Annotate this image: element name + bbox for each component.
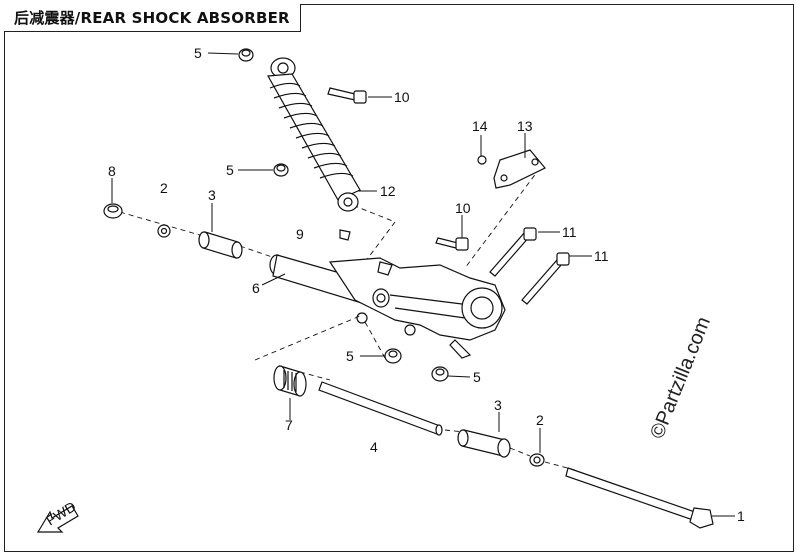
callout-12: 12 — [380, 183, 396, 199]
callout-1: 1 — [737, 508, 745, 524]
diagram-title: 后减震器/REAR SHOCK ABSORBER — [14, 9, 290, 27]
leader-lines — [111, 52, 735, 517]
callout-5-lower-left: 5 — [346, 348, 354, 364]
screw-part-14 — [477, 155, 487, 165]
washer-part-2-right — [529, 453, 545, 467]
bolt-part-11-upper — [489, 227, 537, 277]
shaft-part-4 — [318, 381, 443, 436]
bolt-part-10-top — [327, 87, 367, 104]
callout-14: 14 — [472, 118, 488, 134]
diagram-frame — [4, 4, 794, 552]
shock-absorber-part-12 — [267, 57, 361, 212]
nut-part-5-middle — [273, 163, 289, 177]
swing-arm-part-6 — [269, 254, 506, 359]
callout-11-upper: 11 — [562, 224, 577, 240]
bolt-part-11-lower — [521, 252, 570, 305]
bushing-part-3-left — [198, 231, 243, 259]
washer-part-2-left — [157, 224, 171, 238]
bolt-part-10-middle — [435, 237, 469, 251]
callout-11-lower: 11 — [594, 248, 609, 264]
watermark-text: ©Partzilla.com — [646, 314, 715, 442]
callout-5-lower-right: 5 — [473, 369, 481, 385]
pivot-bolt-part-1 — [565, 467, 714, 529]
callout-6: 6 — [252, 280, 260, 296]
callout-3-right: 3 — [494, 397, 502, 413]
fwd-arrow-icon — [36, 505, 79, 533]
bushing-part-3-right — [457, 429, 511, 458]
grease-fitting-part-9 — [339, 229, 351, 241]
callout-7: 7 — [285, 417, 293, 433]
callout-5-middle: 5 — [226, 162, 234, 178]
title-box: 后减震器/REAR SHOCK ABSORBER — [4, 4, 301, 32]
callout-labels: 5 10 5 12 8 2 3 9 6 14 13 10 11 11 5 5 7… — [108, 45, 745, 524]
nut-part-5-lower-right — [431, 366, 449, 382]
callout-2-right: 2 — [536, 412, 544, 428]
bracket-part-13 — [493, 149, 546, 189]
callout-13: 13 — [517, 118, 533, 134]
callout-8: 8 — [108, 163, 116, 179]
nut-part-8 — [103, 203, 123, 219]
callout-9: 9 — [296, 226, 304, 242]
callout-5-top: 5 — [194, 45, 202, 61]
callout-10-top: 10 — [394, 89, 410, 105]
assembly-lines — [119, 167, 576, 471]
callout-10-middle: 10 — [455, 200, 471, 216]
callout-3-left: 3 — [208, 187, 216, 203]
callout-4: 4 — [370, 439, 378, 455]
nut-part-5-lower-left — [384, 348, 402, 364]
nut-part-5-top — [238, 48, 254, 62]
callout-2-left: 2 — [160, 180, 168, 196]
needle-bearing-part-7 — [273, 365, 307, 397]
